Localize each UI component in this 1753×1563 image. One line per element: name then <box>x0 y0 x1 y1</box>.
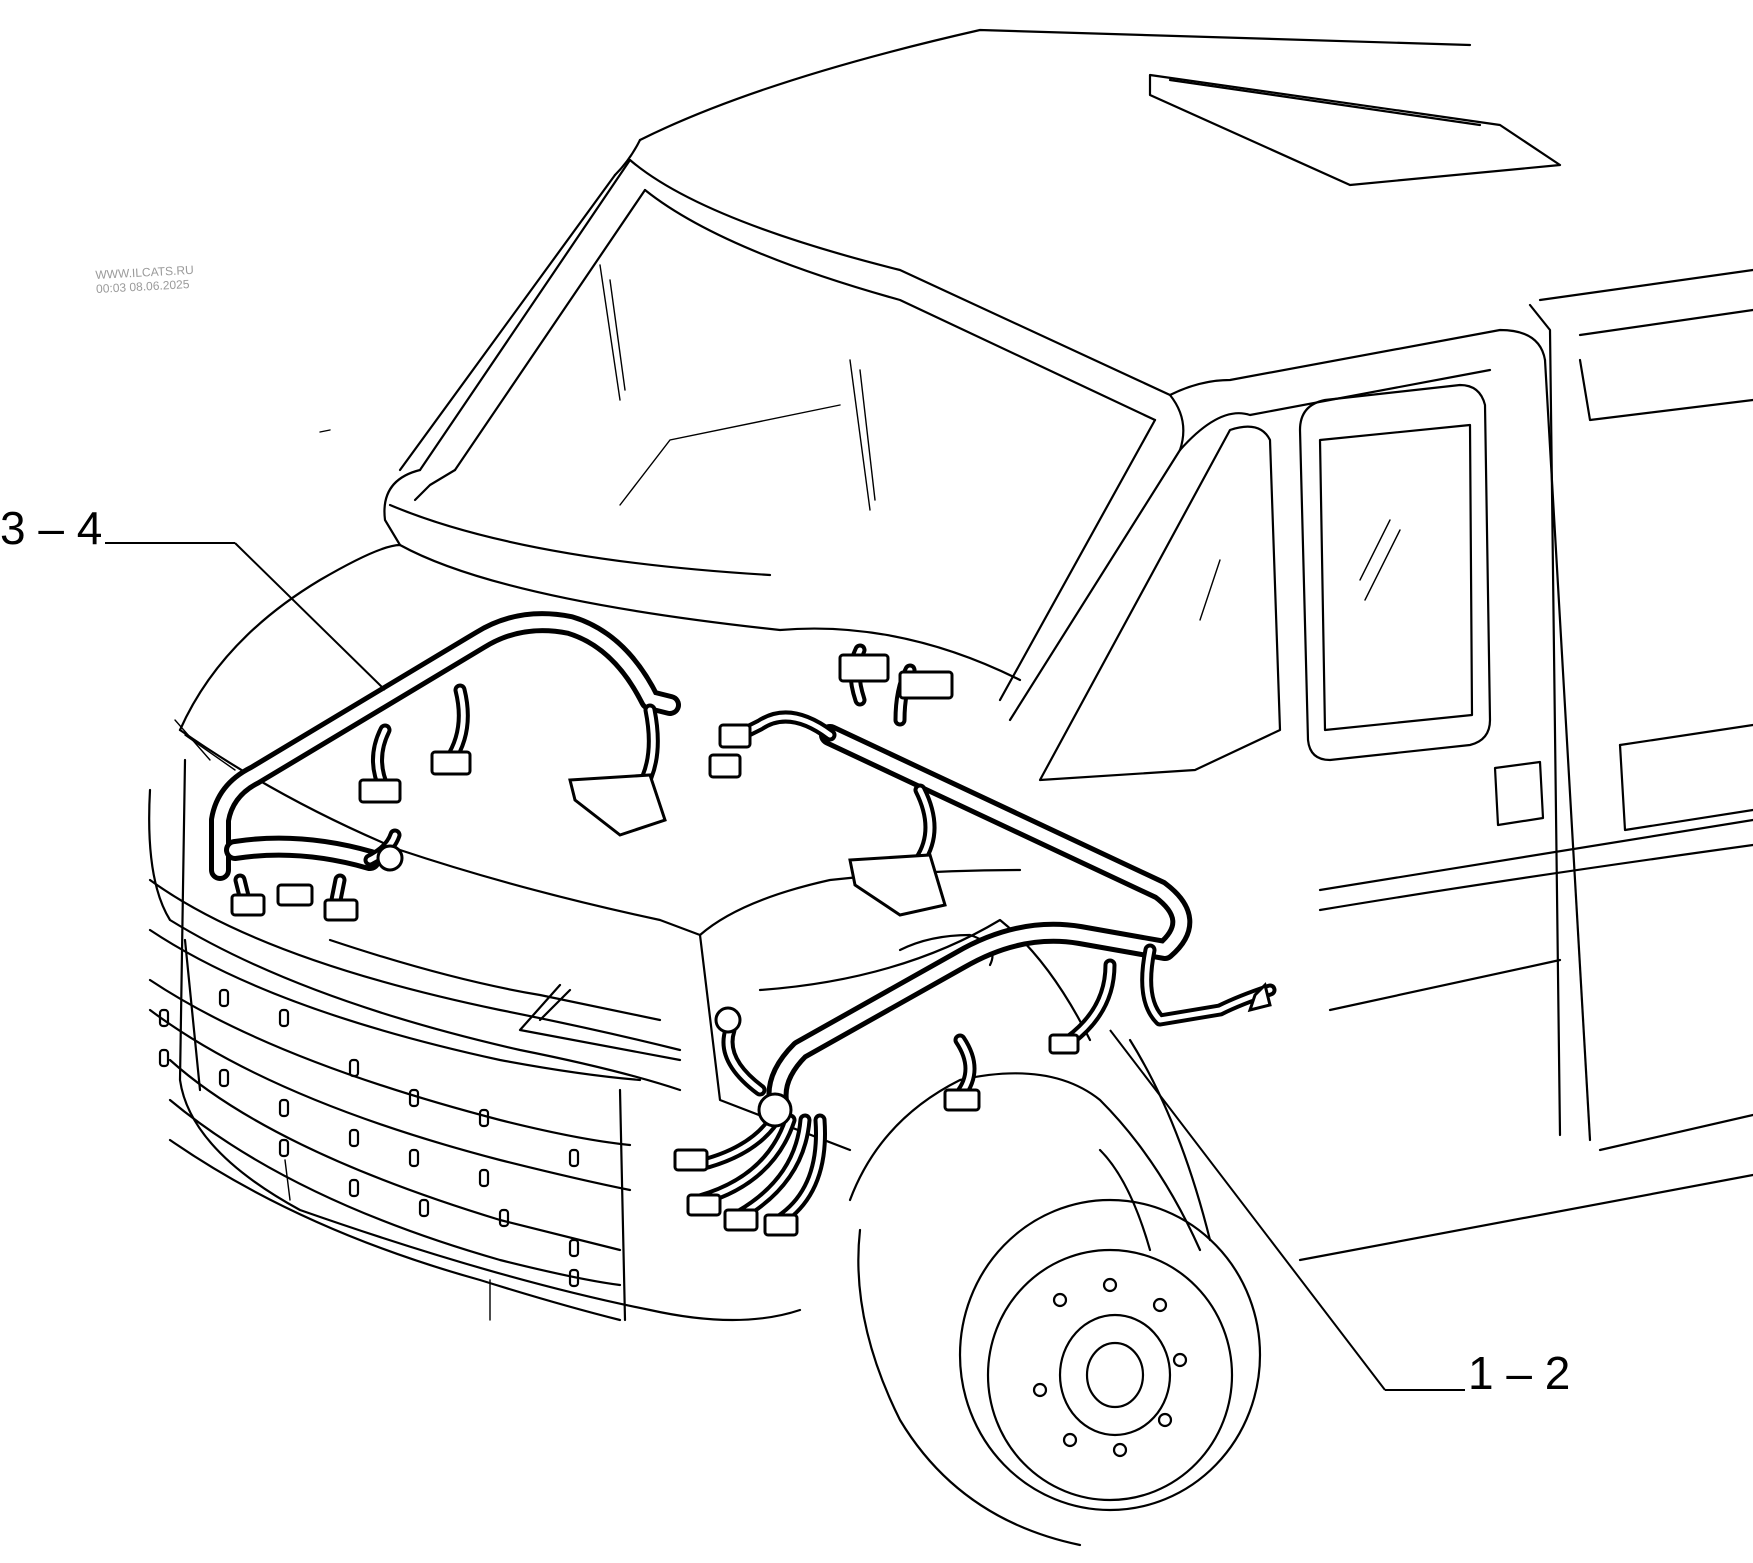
leader-line-1-2 <box>1109 1029 1386 1391</box>
leader-line-3-4-diagonal <box>234 542 386 691</box>
wiring-harness-1-2 <box>673 643 1277 1237</box>
callout-label-3-4: 3 – 4 <box>0 502 103 554</box>
watermark: WWW.ILCATS.RU 00:03 08.06.2025 <box>95 263 195 296</box>
callout-label-1-2: 1 – 2 <box>1468 1347 1571 1399</box>
van-body <box>148 28 1753 1547</box>
wiring-harness-3-4 <box>209 611 681 922</box>
